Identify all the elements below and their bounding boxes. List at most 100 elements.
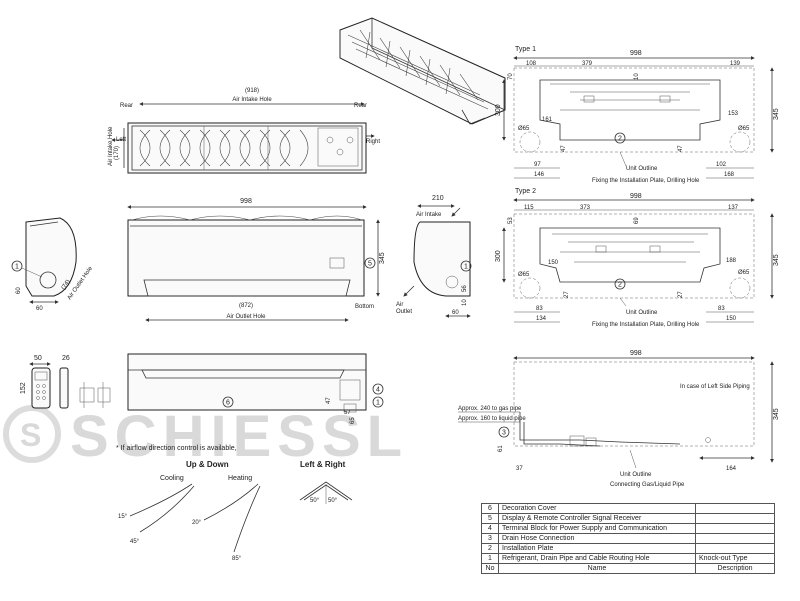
piping-gas: Approx. 240 to gas pipe [458, 406, 522, 412]
row-name: Decoration Cover [498, 503, 696, 514]
piping-connecting: Connecting Gas/Liquid Pipe [610, 482, 685, 488]
airflow-lr-right: 50° [328, 498, 338, 504]
type1-callout-2: 2 [618, 136, 622, 143]
table-row: 2 Installation Plate [481, 543, 775, 554]
header-name: Name [498, 563, 696, 574]
row-no: 3 [481, 533, 499, 544]
type2-unit-outline: Unit Outline [626, 310, 658, 316]
top-depth-label: Air Intake Hole [108, 126, 114, 166]
type2-83r: 83 [718, 306, 725, 312]
type1-300: 300 [495, 104, 502, 116]
bottom-callout-4: 4 [376, 387, 380, 394]
right-dim-60: 60 [452, 310, 459, 316]
left-callout-1: 1 [15, 264, 19, 271]
row-desc [695, 503, 775, 514]
type2-373: 373 [580, 205, 591, 211]
type1-102: 102 [716, 162, 727, 168]
type1-65l: Ø65 [518, 126, 530, 132]
type2-134: 134 [536, 316, 547, 322]
type1-108: 108 [526, 61, 537, 67]
table-row: 6 Decoration Cover [481, 503, 775, 514]
type1-146: 146 [534, 172, 545, 178]
row-no: 2 [481, 543, 499, 554]
watermark-text: SCHIESSL [70, 404, 408, 469]
type1-unit-outline: Unit Outline [626, 166, 658, 172]
piping-61: 61 [498, 445, 504, 452]
type2-65l: Ø65 [518, 272, 530, 278]
remote-width: 50 [34, 355, 42, 362]
row-name: Display & Remote Controller Signal Recei… [498, 513, 696, 524]
bottom-view: 4 1 6 47 57 65 [127, 353, 384, 424]
front-bottom-label: Bottom [355, 304, 374, 310]
top-depth-dim: (170) [114, 146, 120, 160]
type2-callout-2: 2 [618, 282, 622, 289]
type1-153: 153 [728, 111, 739, 117]
type1-10: 10 [634, 73, 640, 80]
type1-overall: 998 [630, 50, 642, 57]
airflow-heating: Heating [228, 475, 252, 482]
parts-table: 6 Decoration Cover 5 Display & Remote Co… [481, 503, 775, 574]
type2-150b: 150 [726, 316, 737, 322]
piping-left-side: In case of Left Side Piping [680, 384, 750, 390]
header-no: No [481, 563, 499, 574]
piping-liquid: Approx. 160 to liquid pipe [458, 416, 526, 422]
front-view: 998 5 345 (872) Air Outlet Hole Bottom [127, 198, 386, 322]
type2-27l: 27 [564, 291, 570, 298]
piping-unit-outline: Unit Outline [620, 472, 652, 478]
right-air-outlet-1: Air [396, 302, 403, 308]
type1-379: 379 [582, 61, 593, 67]
holder-width: 26 [62, 355, 70, 362]
top-rear-left: Rear [120, 103, 133, 109]
row-name: Terminal Block for Power Supply and Comm… [498, 523, 696, 534]
type2-65r: Ø65 [738, 270, 750, 276]
row-desc: Knock-out Type [695, 553, 775, 564]
type2-83l: 83 [536, 306, 543, 312]
left-dim-60h: 60 [36, 306, 43, 312]
type1-70: 70 [508, 73, 514, 80]
type2-installation: Type 2 998 115 373 137 53 69 2 300 345 1… [495, 188, 780, 328]
airflow-diagram: * If airflow direction control is availa… [116, 445, 353, 562]
row-no: 4 [481, 523, 499, 534]
row-no: 1 [481, 553, 499, 564]
type2-overall: 998 [630, 193, 642, 200]
type2-27r: 27 [678, 291, 684, 298]
top-right-label: Right [366, 139, 380, 145]
type1-97: 97 [534, 162, 541, 168]
bottom-callout-1: 1 [376, 400, 380, 407]
header-desc: Description [695, 563, 775, 574]
type1-65r: Ø65 [738, 126, 750, 132]
right-side-view: 210 Air Intake 1 Air Outlet 56 10 60 [396, 195, 472, 318]
table-row: 3 Drain Hose Connection [481, 533, 775, 544]
table-row: 5 Display & Remote Controller Signal Rec… [481, 513, 775, 524]
right-dim-10: 10 [462, 299, 468, 306]
type1-fixing: Fixing the Installation Plate, Drilling … [592, 178, 700, 184]
airflow-lr-left: 50° [310, 498, 320, 504]
type1-title: Type 1 [515, 46, 536, 53]
front-outlet-label: Air Outlet Hole [226, 314, 266, 320]
type1-161: 161 [542, 117, 553, 123]
type2-300: 300 [495, 250, 502, 262]
left-side-view: 1 60 60 (74) Air Outlet Hole [11, 217, 94, 312]
watermark: S SCHIESSL [3, 404, 408, 469]
airflow-up-down: Up & Down [186, 460, 229, 469]
row-desc [695, 543, 775, 554]
type1-168: 168 [724, 172, 735, 178]
type2-150: 150 [548, 260, 559, 266]
svg-text:S: S [20, 417, 47, 453]
type2-53: 53 [508, 217, 514, 224]
right-callout-1: 1 [464, 264, 468, 271]
type2-title: Type 2 [515, 188, 536, 195]
top-intake-label: Air Intake Hole [232, 97, 272, 103]
left-dim-60v: 60 [16, 287, 22, 294]
left-piping-diagram: 998 In case of Left Side Piping 345 Appr… [458, 350, 780, 488]
airflow-left-right: Left & Right [300, 460, 346, 469]
table-header: No Name Description [481, 563, 775, 574]
remote-height: 152 [20, 382, 27, 394]
row-no: 6 [481, 503, 499, 514]
airflow-heat-85: 85° [232, 556, 242, 562]
row-desc [695, 533, 775, 544]
isometric-view [339, 17, 506, 125]
type2-345: 345 [773, 254, 780, 266]
bottom-callout-6: 6 [226, 400, 230, 407]
